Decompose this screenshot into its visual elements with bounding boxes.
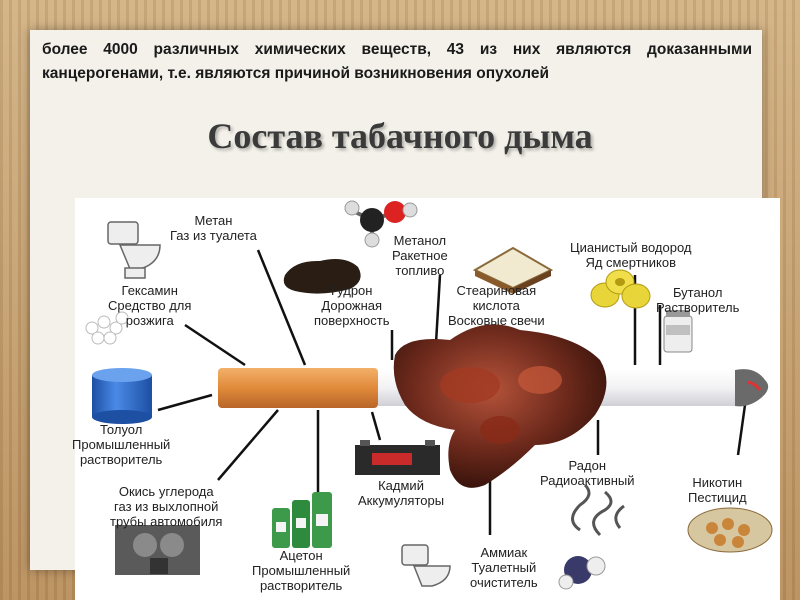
cigarette-ash [735, 369, 769, 407]
ammonia-molecule-icon [558, 556, 606, 590]
hcn-tablets-icon [590, 269, 651, 309]
gas-mask-icon [115, 525, 200, 575]
hexamine-pellets-icon [85, 311, 129, 345]
toilet-icon-methane [107, 221, 161, 279]
slide-title: Состав табачного дыма [207, 116, 593, 156]
nicotine-cigarettes-icon [687, 507, 773, 553]
toluene-drum-icon [92, 368, 152, 424]
lung-illustration [393, 324, 607, 488]
cigarette-filter [218, 368, 378, 408]
methanol-molecule-icon [344, 200, 418, 248]
radon-smoke-icon [571, 483, 625, 537]
toilet-icon-ammonia [401, 544, 451, 587]
butanol-jar-icon [663, 310, 693, 353]
acetone-bottles-icon [272, 492, 332, 548]
intro-text: более 4000 различных химических веществ,… [42, 41, 752, 82]
stearic-acid-icon [472, 246, 554, 294]
tar-icon [283, 259, 361, 294]
cadmium-battery-icon [355, 440, 440, 475]
